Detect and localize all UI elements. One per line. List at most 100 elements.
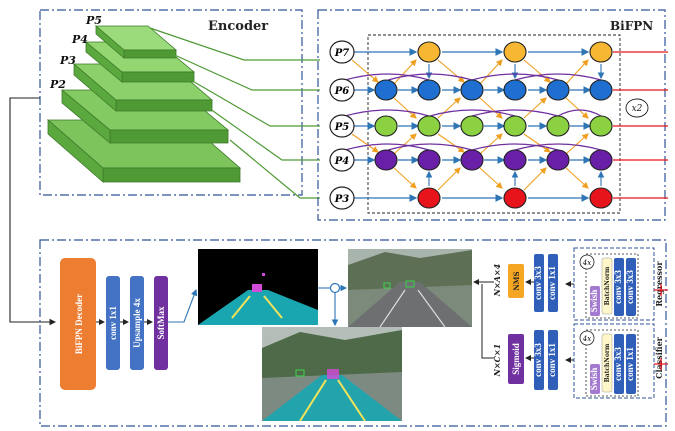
decoder-softmax-block (154, 276, 168, 370)
bifpn-node-p5 (329, 114, 355, 138)
regressor-dims: N×A×4 (492, 263, 502, 297)
head-panel: BiFPN Decoder conv 1x1 Upsample 4x SoftM… (39, 239, 668, 427)
classifier-head-conv-block (548, 330, 558, 390)
nms-label: NMS (512, 271, 521, 290)
head-input-markers (654, 284, 668, 370)
bifpn-lateral-arrows (354, 48, 592, 202)
regressor-head-conv-label: conv 3x3 (533, 266, 543, 300)
decoder-softmax-label: SoftMax (156, 306, 166, 339)
bifpn-node-p6 (329, 78, 355, 102)
regressor-conv-label: conv 3x3 (625, 270, 635, 304)
bifpn-yellow-node (589, 41, 613, 63)
encoder-label-p3: P3 (59, 54, 76, 67)
decoder-conv-label: conv 1x1 (108, 306, 118, 340)
merge-node (318, 282, 348, 327)
bifpn-skip-arcs (344, 73, 602, 151)
encoder-title: Encoder (208, 19, 268, 34)
bifpn-blue-node (374, 79, 398, 101)
bifpn-node-p5-label: P5 (334, 122, 350, 133)
segmentation-mask-image (198, 249, 318, 325)
classifier-repeat: 4x (582, 335, 591, 343)
bifpn-yellow-node (417, 41, 441, 63)
bifpn-node-p7 (329, 40, 355, 64)
bifpn-yellow-node (503, 41, 527, 63)
bifpn-decoder-block (60, 258, 96, 390)
decoder-conv-block (106, 276, 120, 370)
bifpn-blue-node (460, 79, 484, 101)
bifpn-red-node (503, 187, 527, 209)
encoder-label-p5: P5 (85, 14, 102, 27)
encoder-connections (149, 27, 320, 199)
bifpn-purple-node (546, 149, 570, 171)
bifpn-title: BiFPN (610, 19, 653, 33)
regressor-conv-block (626, 258, 636, 316)
regressor-batchnorm-label: BatchNorm (604, 266, 611, 305)
classifier-conv-block (626, 334, 636, 394)
regressor-head-conv-block (534, 254, 544, 312)
bifpn-purple-node (460, 149, 484, 171)
regressor-swish-label: Swish (589, 290, 599, 313)
bifpn-blue-node (546, 79, 570, 101)
regressor-label: Regressor (654, 261, 664, 307)
bifpn-to-decoder-connector (9, 97, 57, 326)
bifpn-purple-node (503, 149, 527, 171)
bifpn-output-lines (613, 51, 668, 199)
classifier-head-conv-label: conv 3x3 (533, 343, 543, 377)
bifpn-blue-node (503, 79, 527, 101)
bifpn-node-p3 (329, 186, 355, 210)
classifier-conv-block (614, 334, 624, 394)
classifier-conv-label: conv 3x3 (613, 347, 623, 381)
classifier-label: Classifier (654, 336, 664, 379)
regressor-output-path: conv 3x3 conv 1x1 NMS N×A×4 (473, 254, 574, 312)
classifier-repeat-marker (579, 330, 595, 346)
classifier-batchnorm-label: BatchNorm (604, 343, 611, 382)
bifpn-red-node (589, 187, 613, 209)
classifier-output-path: conv 3x3 conv 1x1 Sigmoid N×C×1 (481, 284, 574, 390)
encoder-label-p2: P2 (49, 78, 66, 91)
bifpn-node-p4 (329, 148, 355, 172)
classifier-head: 4x Swish BatchNorm conv 3x3 conv 1x1 Cla… (573, 323, 664, 399)
regressor-conv-label: conv 3x3 (613, 270, 623, 304)
bifpn-blue-node (417, 79, 441, 101)
bifpn-diagonal-arrows (351, 59, 589, 191)
bifpn-vertical-arrows (425, 64, 605, 186)
bifpn-green-node (460, 115, 484, 137)
regressor-repeat: 4x (582, 259, 591, 267)
classifier-conv-label: conv 1x1 (625, 347, 635, 381)
bifpn-green-node (417, 115, 441, 137)
regressor-swish-block (590, 286, 600, 316)
bifpn-feature-nodes (374, 41, 613, 209)
bifpn-node-p6-label: P6 (334, 86, 350, 97)
classifier-swish-label: Swish (589, 368, 599, 391)
regressor-conv-block (614, 258, 624, 316)
sigmoid-block (508, 334, 524, 384)
regressor-head-conv-label: conv 1x1 (547, 266, 557, 300)
nms-block (508, 264, 524, 298)
regressor-batchnorm-block (601, 257, 613, 315)
combined-output-image (262, 327, 402, 422)
bifpn-green-node (374, 115, 398, 137)
bifpn-panel: BiFPN x2 (317, 9, 668, 221)
bifpn-node-p4-label: P4 (334, 156, 350, 167)
classifier-dims: N×C×1 (492, 344, 502, 378)
bifpn-red-node (417, 187, 441, 209)
classifier-swish-block (590, 364, 600, 394)
bifpn-node-p3-label: P3 (334, 194, 350, 205)
regressor-repeat-marker (579, 254, 595, 270)
bifpn-green-node (503, 115, 527, 137)
regressor-head-conv-block (548, 254, 558, 312)
decoder-pipeline: conv 1x1 Upsample 4x SoftMax (96, 276, 198, 370)
bifpn-decoder-label: BiFPN Decoder (74, 294, 84, 354)
bifpn-purple-node (374, 149, 398, 171)
bifpn-input-nodes: P7 P6 P5 P4 P3 (329, 40, 355, 210)
bifpn-purple-node (589, 149, 613, 171)
decoder-upsample-label: Upsample 4x (132, 298, 142, 348)
bifpn-green-node (546, 115, 570, 137)
classifier-head-conv-block (534, 330, 544, 390)
bifpn-green-node (589, 115, 613, 137)
bifpn-purple-node (417, 149, 441, 171)
sigmoid-label: Sigmoid (511, 343, 521, 375)
classifier-batchnorm-block (601, 333, 613, 393)
decoder-upsample-block (130, 276, 144, 370)
